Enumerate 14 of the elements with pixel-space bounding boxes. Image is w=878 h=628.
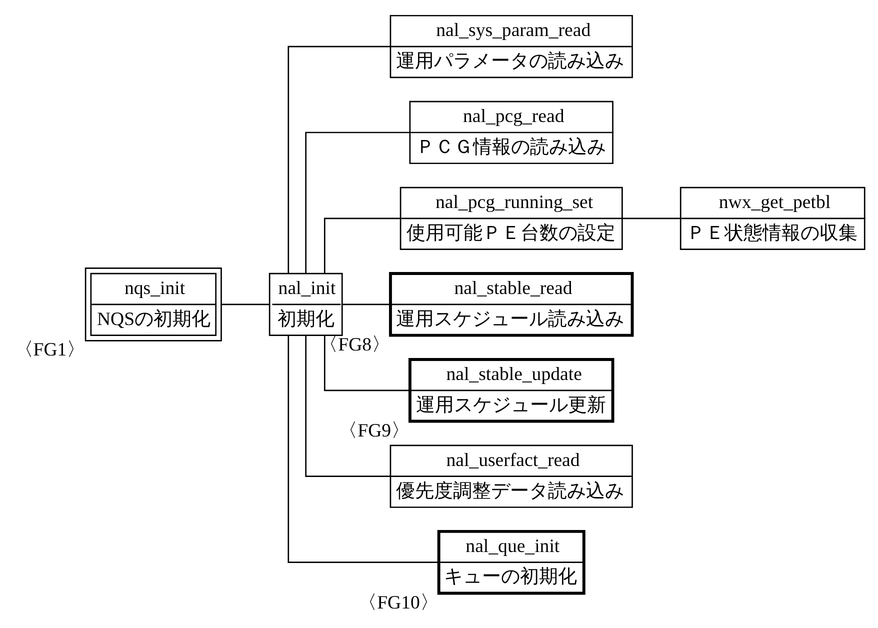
node-label: 〈FG8〉 [318,334,390,355]
node-box: nqs_init NQSの初期化 [84,266,222,341]
node-label: 〈FG1〉 [14,339,86,360]
connector [342,303,390,305]
connector [304,131,410,273]
node-label: 〈FG9〉 [338,420,410,441]
connector [622,217,680,219]
connector [287,335,438,562]
connector [221,303,269,305]
connector [323,217,400,273]
connector [304,335,390,477]
connector [287,45,390,273]
connector [323,334,410,391]
node-label: 〈FG10〉 [358,592,438,613]
